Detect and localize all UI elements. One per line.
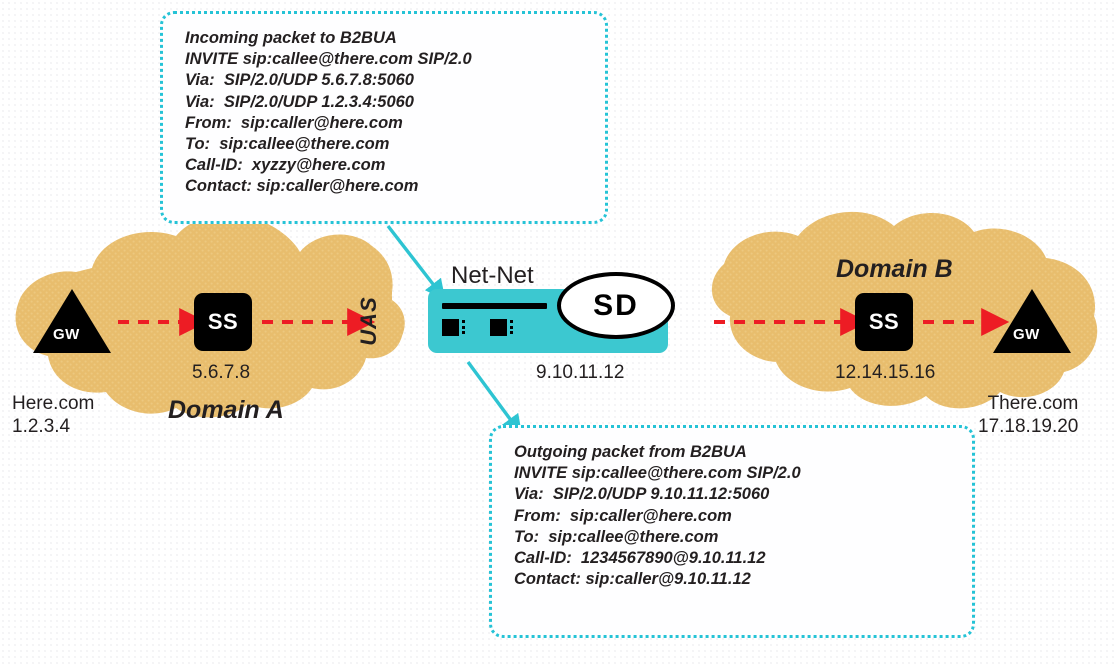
- callout-line: INVITE sip:callee@there.com SIP/2.0: [185, 50, 472, 69]
- callout-outgoing-packet: Outgoing packet from B2BUA INVITE sip:ca…: [489, 425, 975, 638]
- callout-line: To: sip:callee@there.com: [514, 527, 719, 546]
- domain-b-label: Domain B: [836, 255, 953, 283]
- sd-badge: SD: [557, 272, 675, 339]
- callout-line: From: sip:caller@here.com: [514, 506, 732, 525]
- gateway-label-left: GW: [53, 326, 80, 343]
- callout-line: Call-ID: xyzzy@here.com: [185, 156, 386, 175]
- domain-a-label: Domain A: [168, 396, 284, 424]
- arrow-device-to-outgoing: [466, 360, 523, 436]
- softswitch-node-left: SS: [194, 293, 252, 351]
- device-faceplate-bar: [442, 303, 547, 309]
- callout-line: Contact: sip:caller@here.com: [185, 177, 419, 196]
- uas-interface-label: UAS: [356, 296, 381, 346]
- callout-line: INVITE sip:callee@there.com SIP/2.0: [514, 464, 801, 483]
- softswitch-label-right: SS: [868, 309, 900, 334]
- edge-host-right: There.com 17.18.19.20: [978, 392, 1078, 438]
- gateway-icon-right: [993, 289, 1071, 353]
- softswitch-ip-left: 5.6.7.8: [192, 362, 251, 383]
- callout-line: Via: SIP/2.0/UDP 1.2.3.4:5060: [185, 92, 414, 111]
- callout-line: Outgoing packet from B2BUA: [514, 443, 747, 461]
- callout-line: Via: SIP/2.0/UDP 5.6.7.8:5060: [185, 71, 414, 90]
- device-ip: 9.10.11.12: [536, 362, 625, 383]
- callout-line: Incoming packet to B2BUA: [185, 29, 397, 47]
- callout-line: From: sip:caller@here.com: [185, 113, 403, 132]
- arrow-incoming-to-device: [386, 224, 446, 301]
- device-port-icon-2: [490, 319, 513, 336]
- edge-host-name-right: There.com: [987, 393, 1079, 414]
- softswitch-node-right: SS: [855, 293, 913, 351]
- softswitch-label-left: SS: [207, 309, 239, 334]
- sd-badge-label: SD: [593, 288, 639, 322]
- device-port-icon-1: [442, 319, 465, 336]
- device-brand-label: Net-Net: [451, 262, 534, 289]
- edge-host-left: Here.com 1.2.3.4: [12, 392, 94, 438]
- callout-line: Via: SIP/2.0/UDP 9.10.11.12:5060: [514, 485, 770, 504]
- callout-line: To: sip:callee@there.com: [185, 135, 390, 154]
- callout-line: Contact: sip:caller@9.10.11.12: [514, 570, 751, 589]
- softswitch-ip-right: 12.14.15.16: [835, 362, 936, 383]
- edge-host-ip-left: 1.2.3.4: [12, 416, 71, 437]
- gateway-icon-left: [33, 289, 111, 353]
- edge-host-ip-right: 17.18.19.20: [978, 416, 1079, 437]
- callout-incoming-packet: Incoming packet to B2BUA INVITE sip:call…: [160, 11, 608, 224]
- edge-host-name-left: Here.com: [12, 393, 95, 414]
- gateway-label-right: GW: [1013, 326, 1040, 343]
- callout-line: Call-ID: 1234567890@9.10.11.12: [514, 549, 766, 568]
